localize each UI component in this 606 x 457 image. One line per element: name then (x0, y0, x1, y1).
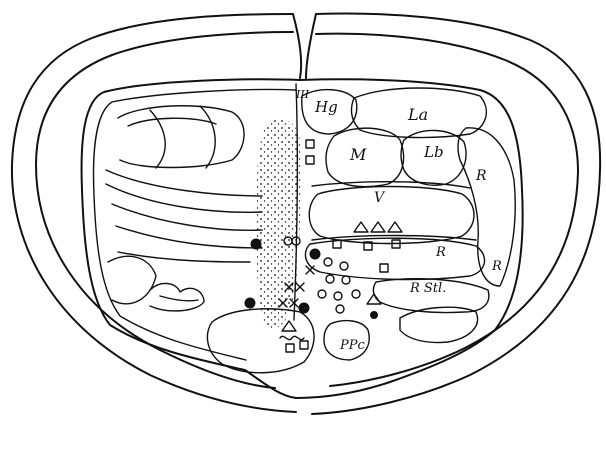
label-v: V (374, 190, 386, 206)
label-ppc: PPc (339, 338, 365, 353)
open-circle-marker (336, 305, 344, 313)
filled-circle-marker (251, 239, 262, 250)
midline-fissure (293, 14, 316, 78)
open-circle-marker (326, 275, 334, 283)
open-circle-marker (340, 262, 348, 270)
left-hemisphere-outline (12, 14, 296, 412)
label-r-right: R (491, 259, 502, 274)
nucleus-r-middle (305, 238, 484, 279)
open-circle-marker (318, 290, 326, 298)
filled-circle-marker (370, 311, 378, 319)
cross-marker (296, 283, 304, 291)
filled-circle-marker (310, 249, 321, 260)
cross-marker (306, 266, 314, 274)
label-roman-iii: III (295, 88, 310, 101)
open-triangle-marker (388, 222, 402, 232)
label-la: La (407, 105, 428, 124)
open-triangle-marker (354, 222, 368, 232)
open-square-marker (286, 344, 294, 352)
open-circle-markers (318, 258, 360, 313)
label-r-stl: R Stl. (409, 281, 446, 296)
open-circle-marker (342, 276, 350, 284)
central-stippled-area (255, 119, 300, 330)
right-hemisphere-outline (312, 14, 600, 414)
open-square-marker (300, 341, 308, 349)
open-circle-marker (352, 290, 360, 298)
open-circle-marker (324, 258, 332, 266)
open-triangle-marker (371, 222, 385, 232)
open-square-marker (306, 140, 314, 148)
open-square-marker (306, 156, 314, 164)
filled-circle-marker (299, 303, 310, 314)
label-r-middle: R (435, 245, 446, 260)
label-r-upper: R (475, 168, 487, 184)
open-triangle-marker (282, 321, 296, 331)
label-lb: Lb (423, 143, 444, 161)
thalamus-outline (82, 79, 523, 398)
label-hg: Hg (314, 98, 338, 116)
filled-circle-marker (245, 298, 256, 309)
open-circle-marker (334, 292, 342, 300)
open-square-marker (380, 264, 388, 272)
wavy-lower-left-contour (280, 336, 304, 339)
left-capsule-bundles (106, 106, 262, 311)
label-m: M (349, 145, 367, 164)
nucleus-lower-left (207, 309, 314, 373)
